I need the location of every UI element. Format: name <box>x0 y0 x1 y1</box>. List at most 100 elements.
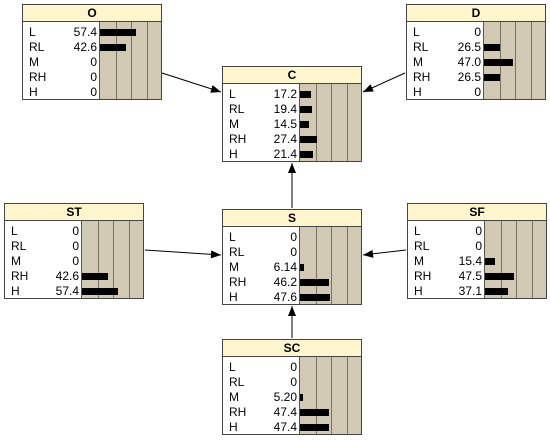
state-label: RH <box>229 275 247 289</box>
state-label: M <box>413 55 423 69</box>
belief-bar-area <box>299 227 361 304</box>
belief-bar <box>100 29 136 36</box>
belief-bar <box>300 279 329 286</box>
gridline <box>331 357 332 434</box>
gridline <box>532 221 533 298</box>
belief-bar <box>300 264 304 271</box>
state-value: 42.6 <box>55 269 79 283</box>
state-label: RL <box>11 239 27 253</box>
state-value: 0 <box>90 70 97 84</box>
belief-bar <box>484 44 500 51</box>
belief-bar <box>485 273 514 280</box>
state-value: 47.6 <box>273 290 297 304</box>
state-value: 47.4 <box>273 420 297 434</box>
state-text-column <box>223 357 299 434</box>
state-text-column <box>23 22 99 99</box>
state-value: 0 <box>72 254 79 268</box>
belief-bar <box>82 288 118 295</box>
arrowhead <box>210 85 221 93</box>
gridline <box>116 22 117 99</box>
state-value: 19.4 <box>273 102 297 116</box>
state-value: 37.1 <box>458 284 482 298</box>
state-label: H <box>11 284 20 298</box>
state-value: 0 <box>474 85 481 99</box>
node-title: O <box>23 5 161 22</box>
state-value: 15.4 <box>458 254 482 268</box>
state-label: H <box>229 290 238 304</box>
node-title: SF <box>408 204 546 221</box>
gridline <box>501 221 502 298</box>
state-value: 42.6 <box>73 40 97 54</box>
state-value: 0 <box>72 224 79 238</box>
state-row: RH 42.6 <box>5 269 143 284</box>
node-title: S <box>223 210 361 227</box>
belief-bar <box>484 74 500 81</box>
state-value: 0 <box>475 224 482 238</box>
state-value: 5.20 <box>273 390 297 404</box>
gridline <box>316 357 317 434</box>
state-value: 0 <box>90 55 97 69</box>
belief-bar <box>300 151 313 158</box>
state-value: 0 <box>290 245 297 259</box>
state-label: L <box>29 25 36 39</box>
state-label: RH <box>11 269 29 283</box>
state-label: L <box>229 360 236 374</box>
belief-bar <box>300 409 329 416</box>
gridline <box>331 84 332 161</box>
gridline <box>147 22 148 99</box>
state-row: RL 0 <box>5 239 143 254</box>
state-label: M <box>414 254 424 268</box>
state-text-column <box>407 22 483 99</box>
state-value: 0 <box>474 25 481 39</box>
state-value: 17.2 <box>273 87 297 101</box>
state-label: RH <box>413 70 431 84</box>
gridline <box>347 357 348 434</box>
state-label: RH <box>229 132 247 146</box>
state-value: 26.5 <box>457 40 481 54</box>
state-label: L <box>11 224 18 238</box>
state-value: 0 <box>290 360 297 374</box>
gridline <box>347 84 348 161</box>
belief-bar <box>485 288 508 295</box>
gridline <box>531 22 532 99</box>
state-value: 0 <box>90 85 97 99</box>
state-value: 0 <box>72 239 79 253</box>
state-text-column <box>223 227 299 304</box>
node-title: SC <box>223 340 361 357</box>
state-label: M <box>229 117 239 131</box>
gridline <box>113 221 114 298</box>
belief-bar <box>300 294 330 301</box>
belief-bar <box>82 273 108 280</box>
state-label: M <box>229 260 239 274</box>
state-label: L <box>229 87 236 101</box>
state-value: 47.4 <box>273 405 297 419</box>
belief-bar <box>300 424 329 431</box>
